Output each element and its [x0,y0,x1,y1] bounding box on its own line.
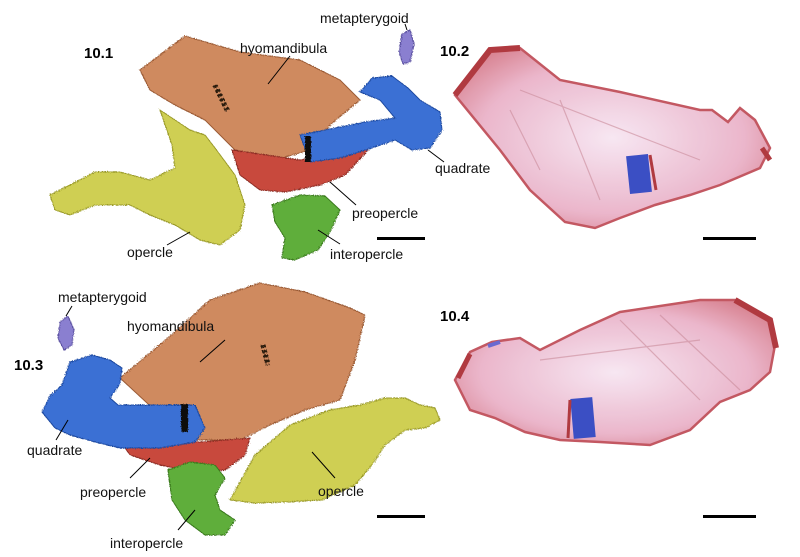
quadrate-bone [41,354,206,449]
label-hyomandibula: hyomandibula [240,40,328,56]
label-hyomandibula: hyomandibula [127,318,215,334]
panel-10-2-specimen [452,45,773,230]
interopercle-bone [167,461,236,536]
panel-10-3-leader-lines [55,305,336,531]
panel-label-10-3: 10.3 [14,357,44,374]
metapterygoid-bone [57,315,75,351]
label-preopercle: preopercle [80,484,147,500]
metapterygoid-bone [398,29,415,65]
scale-bar-10-3 [377,515,425,518]
label-metapterygoid: metapterygoid [320,10,409,26]
panel-10-1-leader-lines [166,23,445,246]
panel-10-3-reconstruction [41,282,441,536]
panel-10-1-reconstruction [49,29,443,261]
label-quadrate: quadrate [435,160,491,176]
label-quadrate: quadrate [27,442,83,458]
panel-10-4-specimen [453,297,779,447]
label-interopercle: interopercle [330,246,404,262]
panel-label-10-4: 10.4 [440,308,470,325]
label-preopercle: preopercle [352,205,419,221]
interopercle-bone [271,194,341,261]
scale-bar-10-1 [377,237,425,240]
quadrate-bone [299,75,443,163]
label-metapterygoid: metapterygoid [58,289,147,305]
panel-label-10-1: 10.1 [84,45,114,62]
opercle-bone [49,108,246,246]
label-interopercle: interopercle [110,535,184,551]
opercle-bone [229,397,441,504]
scale-bar-10-2 [703,237,756,240]
scale-bar-10-4 [703,515,756,518]
label-opercle: opercle [318,483,364,499]
hyomandibula-bone [119,282,366,441]
panel-label-10-2: 10.2 [440,43,470,60]
label-opercle: opercle [127,244,173,260]
